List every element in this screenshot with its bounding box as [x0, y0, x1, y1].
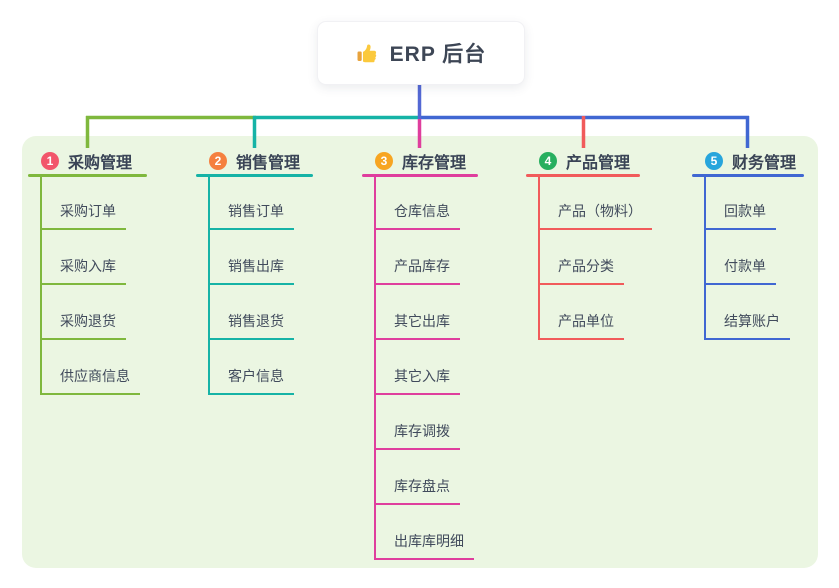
child-node[interactable]: 仓库信息: [376, 177, 460, 230]
root-node[interactable]: ERP 后台: [317, 21, 525, 85]
branch-number-badge: 2: [209, 151, 227, 170]
canvas-panel: [22, 136, 818, 568]
child-label: 产品（物料）: [558, 203, 642, 219]
child-label: 库存调拨: [394, 423, 450, 439]
child-label: 产品单位: [558, 313, 614, 329]
child-node[interactable]: 采购退货: [42, 285, 126, 340]
child-node[interactable]: 库存盘点: [376, 450, 460, 505]
branch-header[interactable]: 1 采购管理: [28, 148, 147, 173]
branch-label: 财务管理: [732, 154, 797, 172]
child-label: 产品分类: [558, 258, 614, 274]
child-label: 客户信息: [228, 368, 284, 384]
child-label: 销售退货: [228, 313, 284, 329]
child-node[interactable]: 采购订单: [42, 177, 126, 230]
child-node[interactable]: 销售出库: [210, 230, 294, 285]
branch-label: 采购管理: [68, 154, 133, 172]
branch-header[interactable]: 5 财务管理: [692, 148, 804, 173]
child-node[interactable]: 客户信息: [210, 340, 294, 395]
branch-number-badge: 1: [41, 151, 59, 170]
branch-header[interactable]: 4 产品管理: [526, 148, 652, 173]
child-label: 销售出库: [228, 258, 284, 274]
child-label: 其它入库: [394, 368, 450, 384]
child-label: 采购退货: [60, 313, 116, 329]
child-label: 仓库信息: [394, 203, 450, 219]
child-node[interactable]: 供应商信息: [42, 340, 140, 395]
branch-finance: 5 财务管理 回款单 付款单 结算账户: [692, 148, 804, 340]
child-label: 回款单: [724, 203, 766, 219]
child-label: 产品库存: [394, 258, 450, 274]
branch-children: 销售订单 销售出库 销售退货 客户信息: [208, 177, 313, 395]
child-node[interactable]: 其它出库: [376, 285, 460, 340]
branch-header[interactable]: 3 库存管理: [362, 148, 478, 173]
child-node[interactable]: 销售订单: [210, 177, 294, 230]
branch-header[interactable]: 2 销售管理: [196, 148, 313, 173]
child-label: 其它出库: [394, 313, 450, 329]
child-node[interactable]: 产品库存: [376, 230, 460, 285]
branch-number-badge: 5: [705, 151, 723, 170]
child-label: 采购入库: [60, 258, 116, 274]
branch-underline: [692, 174, 804, 177]
child-label: 出库库明细: [394, 533, 464, 549]
child-label: 供应商信息: [60, 368, 130, 384]
child-node[interactable]: 其它入库: [376, 340, 460, 395]
branch-label: 销售管理: [236, 154, 301, 172]
child-label: 结算账户: [724, 313, 780, 329]
branch-label: 产品管理: [566, 154, 631, 172]
branch-product: 4 产品管理 产品（物料） 产品分类 产品单位: [526, 148, 652, 340]
root-title: ERP 后台: [389, 43, 487, 66]
child-label: 库存盘点: [394, 478, 450, 494]
child-label: 采购订单: [60, 203, 116, 219]
child-node[interactable]: 出库库明细: [376, 505, 474, 560]
child-node[interactable]: 销售退货: [210, 285, 294, 340]
child-label: 付款单: [724, 258, 766, 274]
branch-underline: [28, 174, 147, 177]
child-node[interactable]: 回款单: [706, 177, 776, 230]
branch-underline: [196, 174, 313, 177]
branch-inventory: 3 库存管理 仓库信息 产品库存 其它出库 其它入库 库存调拨 库存盘点 出库库…: [362, 148, 478, 560]
child-node[interactable]: 采购入库: [42, 230, 126, 285]
branch-number-badge: 3: [375, 151, 393, 170]
branch-purchase: 1 采购管理 采购订单 采购入库 采购退货 供应商信息: [28, 148, 147, 395]
child-node[interactable]: 库存调拨: [376, 395, 460, 450]
child-node[interactable]: 付款单: [706, 230, 776, 285]
child-node[interactable]: 产品（物料）: [540, 177, 652, 230]
child-node[interactable]: 结算账户: [706, 285, 790, 340]
child-label: 销售订单: [228, 203, 284, 219]
child-node[interactable]: 产品分类: [540, 230, 624, 285]
branch-number-badge: 4: [539, 151, 557, 170]
child-node[interactable]: 产品单位: [540, 285, 624, 340]
branch-underline: [526, 174, 640, 177]
branch-children: 采购订单 采购入库 采购退货 供应商信息: [40, 177, 147, 395]
branch-label: 库存管理: [402, 154, 467, 172]
branch-children: 仓库信息 产品库存 其它出库 其它入库 库存调拨 库存盘点 出库库明细: [374, 177, 478, 560]
branch-underline: [362, 174, 478, 177]
branch-children: 回款单 付款单 结算账户: [704, 177, 804, 340]
thumbs-up-icon: [356, 41, 380, 65]
branch-children: 产品（物料） 产品分类 产品单位: [538, 177, 652, 340]
branch-sales: 2 销售管理 销售订单 销售出库 销售退货 客户信息: [196, 148, 313, 395]
